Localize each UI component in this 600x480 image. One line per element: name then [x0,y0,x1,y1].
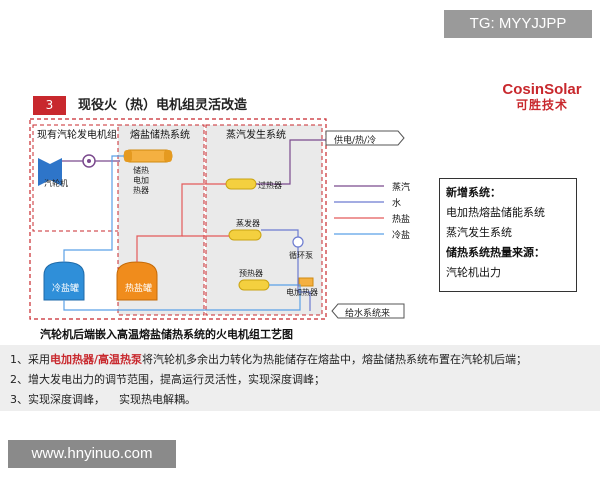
label-evaporator: 蒸发器 [236,219,260,228]
superheater-icon [225,178,257,190]
label-superheater: 过热器 [258,181,282,190]
bullet-1-highlight: 电加热器/高温热泵 [50,353,143,366]
heat-source-heading: 储热系统热量来源： [446,246,545,259]
new-system-heading: 新增系统： [446,186,501,199]
label-unit-box: 现有汽轮发电机组 [37,130,117,141]
label-storage-heater: 储热 电加 热器 [133,166,149,195]
label-storage-box: 熔盐储热系统 [130,130,190,141]
label-turbine: 汽轮机 [44,179,68,188]
evaporator-icon [228,229,262,241]
legend-steam: 蒸汽 [392,183,411,193]
hot-salt-tank-icon [116,261,158,301]
section-number: 3 [33,96,66,115]
legend-water: 水 [392,199,402,209]
watermark-tg: TG: MYYJJPP [444,10,592,38]
circulation-pump-icon [292,236,304,248]
water-line [297,247,311,311]
cold-salt-line [63,155,124,262]
turbine-icon [38,158,50,186]
cold-salt-tank-icon [43,261,85,301]
label-circ-pump: 循环泵 [289,251,313,260]
brand-name-en: CosinSolar [502,81,582,98]
label-preheater: 预热器 [239,269,263,278]
bullet-list: 1、采用电加热器/高温热泵将汽轮机多余出力转化为热能储存在熔盐中，熔盐储热系统布… [0,345,600,411]
bullet-1-suffix: 将汽轮机多余出力转化为热能储存在熔盐中，熔盐储热系统布置在汽轮机后端； [142,353,528,366]
section-title: 现役火（热）电机组灵活改造 [78,98,248,113]
preheater-icon [238,279,270,291]
label-steam-box: 蒸汽发生系统 [226,130,286,141]
bullet-2: 2、增大发电出力的调节范围，提高运行灵活性，实现深度调峰； [10,373,325,386]
legend-hot-salt: 热盐 [392,215,411,225]
supply-arrow [325,130,405,146]
label-elec-heater: 电加热器 [286,288,318,297]
bullet-3: 3、实现深度调峰， 实现热电解耦。 [10,393,196,406]
brand-logo: CosinSolar 可胜技术 [497,81,587,113]
label-feedwater: 给水系统来 [345,309,391,319]
label-hot-tank: 热盐罐 [125,284,153,294]
bullet-1-prefix: 1、采用 [10,353,50,366]
feedwater-arrow [331,303,405,319]
watermark-site: www.hnyinuo.com [8,440,176,468]
system-frame [29,118,327,320]
diagram-caption: 汽轮机后端嵌入高温熔盐储热系统的火电机组工艺图 [40,328,293,341]
label-cold-tank: 冷盐罐 [52,284,80,294]
electric-heater-icon [298,277,314,287]
heat-source-item: 汽轮机出力 [446,266,501,279]
brand-name-cn: 可胜技术 [515,98,568,112]
new-system-box: 新增系统： 电加热熔盐储能系统 蒸汽发生系统 储热系统热量来源： 汽轮机出力 [439,178,577,292]
new-system-item: 电加热熔盐储能系统 [446,206,545,219]
label-supply: 供电/热/冷 [334,136,377,146]
bullet-1: 1、采用电加热器/高温热泵将汽轮机多余出力转化为热能储存在熔盐中，熔盐储热系统布… [10,351,527,367]
steam-line [256,139,330,185]
legend-cold-salt: 冷盐 [392,231,411,241]
process-diagram [29,118,405,320]
new-system-item: 蒸汽发生系统 [446,226,512,239]
